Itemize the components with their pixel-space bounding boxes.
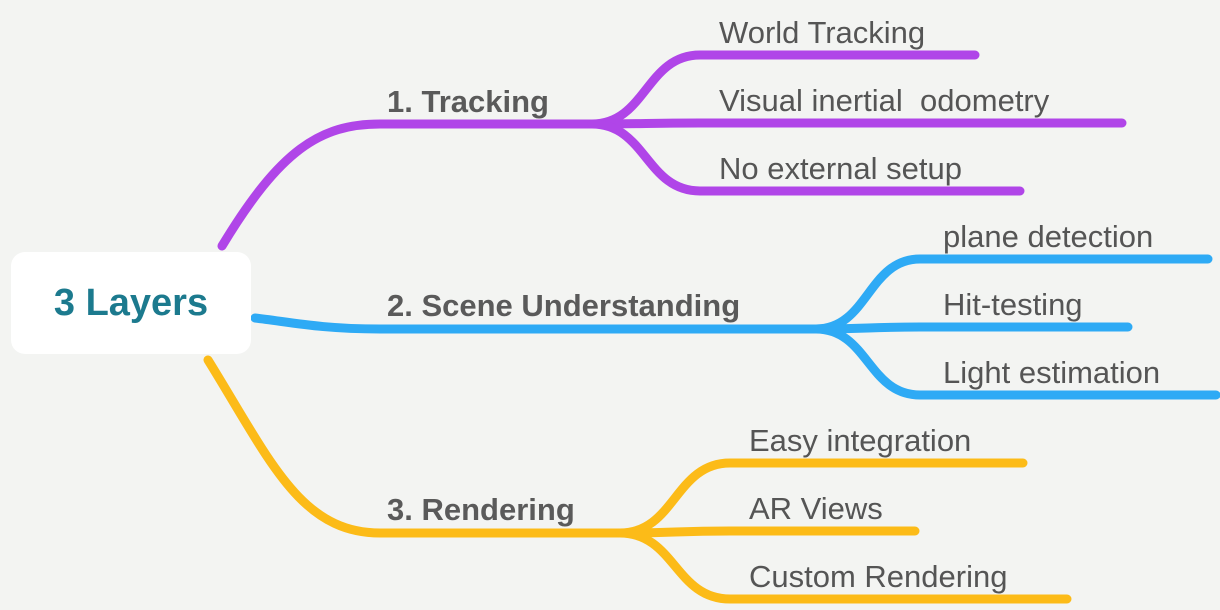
leaf-label: Hit-testing — [943, 287, 1083, 322]
leaf-connector-visual-inertial-odometry — [587, 118, 1127, 129]
leaf-label: AR Views — [749, 491, 883, 526]
leaf-connector-no-external-setup — [587, 119, 1025, 196]
leaf-connector-hit-testing — [811, 322, 1133, 334]
leaf-visual-inertial-odometry[interactable]: Visual inertial odometry — [719, 85, 1049, 116]
leaf-label: Visual inertial odometry — [719, 83, 1050, 118]
topic-tracking-label: 1. Tracking — [387, 84, 549, 119]
leaf-connector-light-estimation — [811, 324, 1220, 400]
leaf-no-external-setup[interactable]: No external setup — [719, 153, 962, 184]
leaf-label: plane detection — [943, 219, 1154, 254]
leaf-label: World Tracking — [719, 15, 926, 50]
leaf-world-tracking[interactable]: World Tracking — [719, 17, 925, 48]
root-label: 3 Layers — [53, 281, 209, 324]
leaf-label: Easy integration — [749, 423, 972, 458]
trunk-connector-1 — [250, 313, 821, 334]
leaf-label: Light estimation — [943, 355, 1161, 390]
leaf-connector-custom-rendering — [615, 528, 1072, 604]
tracking-connectors — [217, 50, 1127, 251]
leaf-custom-rendering[interactable]: Custom Rendering — [749, 561, 1007, 592]
leaf-label: No external setup — [719, 151, 962, 186]
leaf-label: Custom Rendering — [749, 559, 1008, 594]
leaf-plane-detection[interactable]: plane detection — [943, 221, 1153, 252]
topic-scene-understanding-label: 2. Scene Understanding — [387, 288, 741, 323]
leaf-easy-integration[interactable]: Easy integration — [749, 425, 971, 456]
topic-rendering[interactable]: 3. Rendering — [387, 494, 575, 525]
leaf-connector-ar-views — [615, 526, 920, 538]
rendering-connectors — [203, 355, 1072, 604]
leaf-hit-testing[interactable]: Hit-testing — [943, 289, 1083, 320]
leaf-light-estimation[interactable]: Light estimation — [943, 357, 1160, 388]
root-node[interactable]: 3 Layers — [11, 252, 251, 354]
scene-understanding-connectors — [250, 254, 1220, 400]
topic-scene-understanding[interactable]: 2. Scene Understanding — [387, 290, 740, 321]
trunk-connector-2 — [203, 355, 625, 538]
leaf-ar-views[interactable]: AR Views — [749, 493, 883, 524]
topic-rendering-label: 3. Rendering — [387, 492, 575, 527]
topic-tracking[interactable]: 1. Tracking — [387, 86, 549, 117]
trunk-connector-0 — [217, 119, 597, 251]
